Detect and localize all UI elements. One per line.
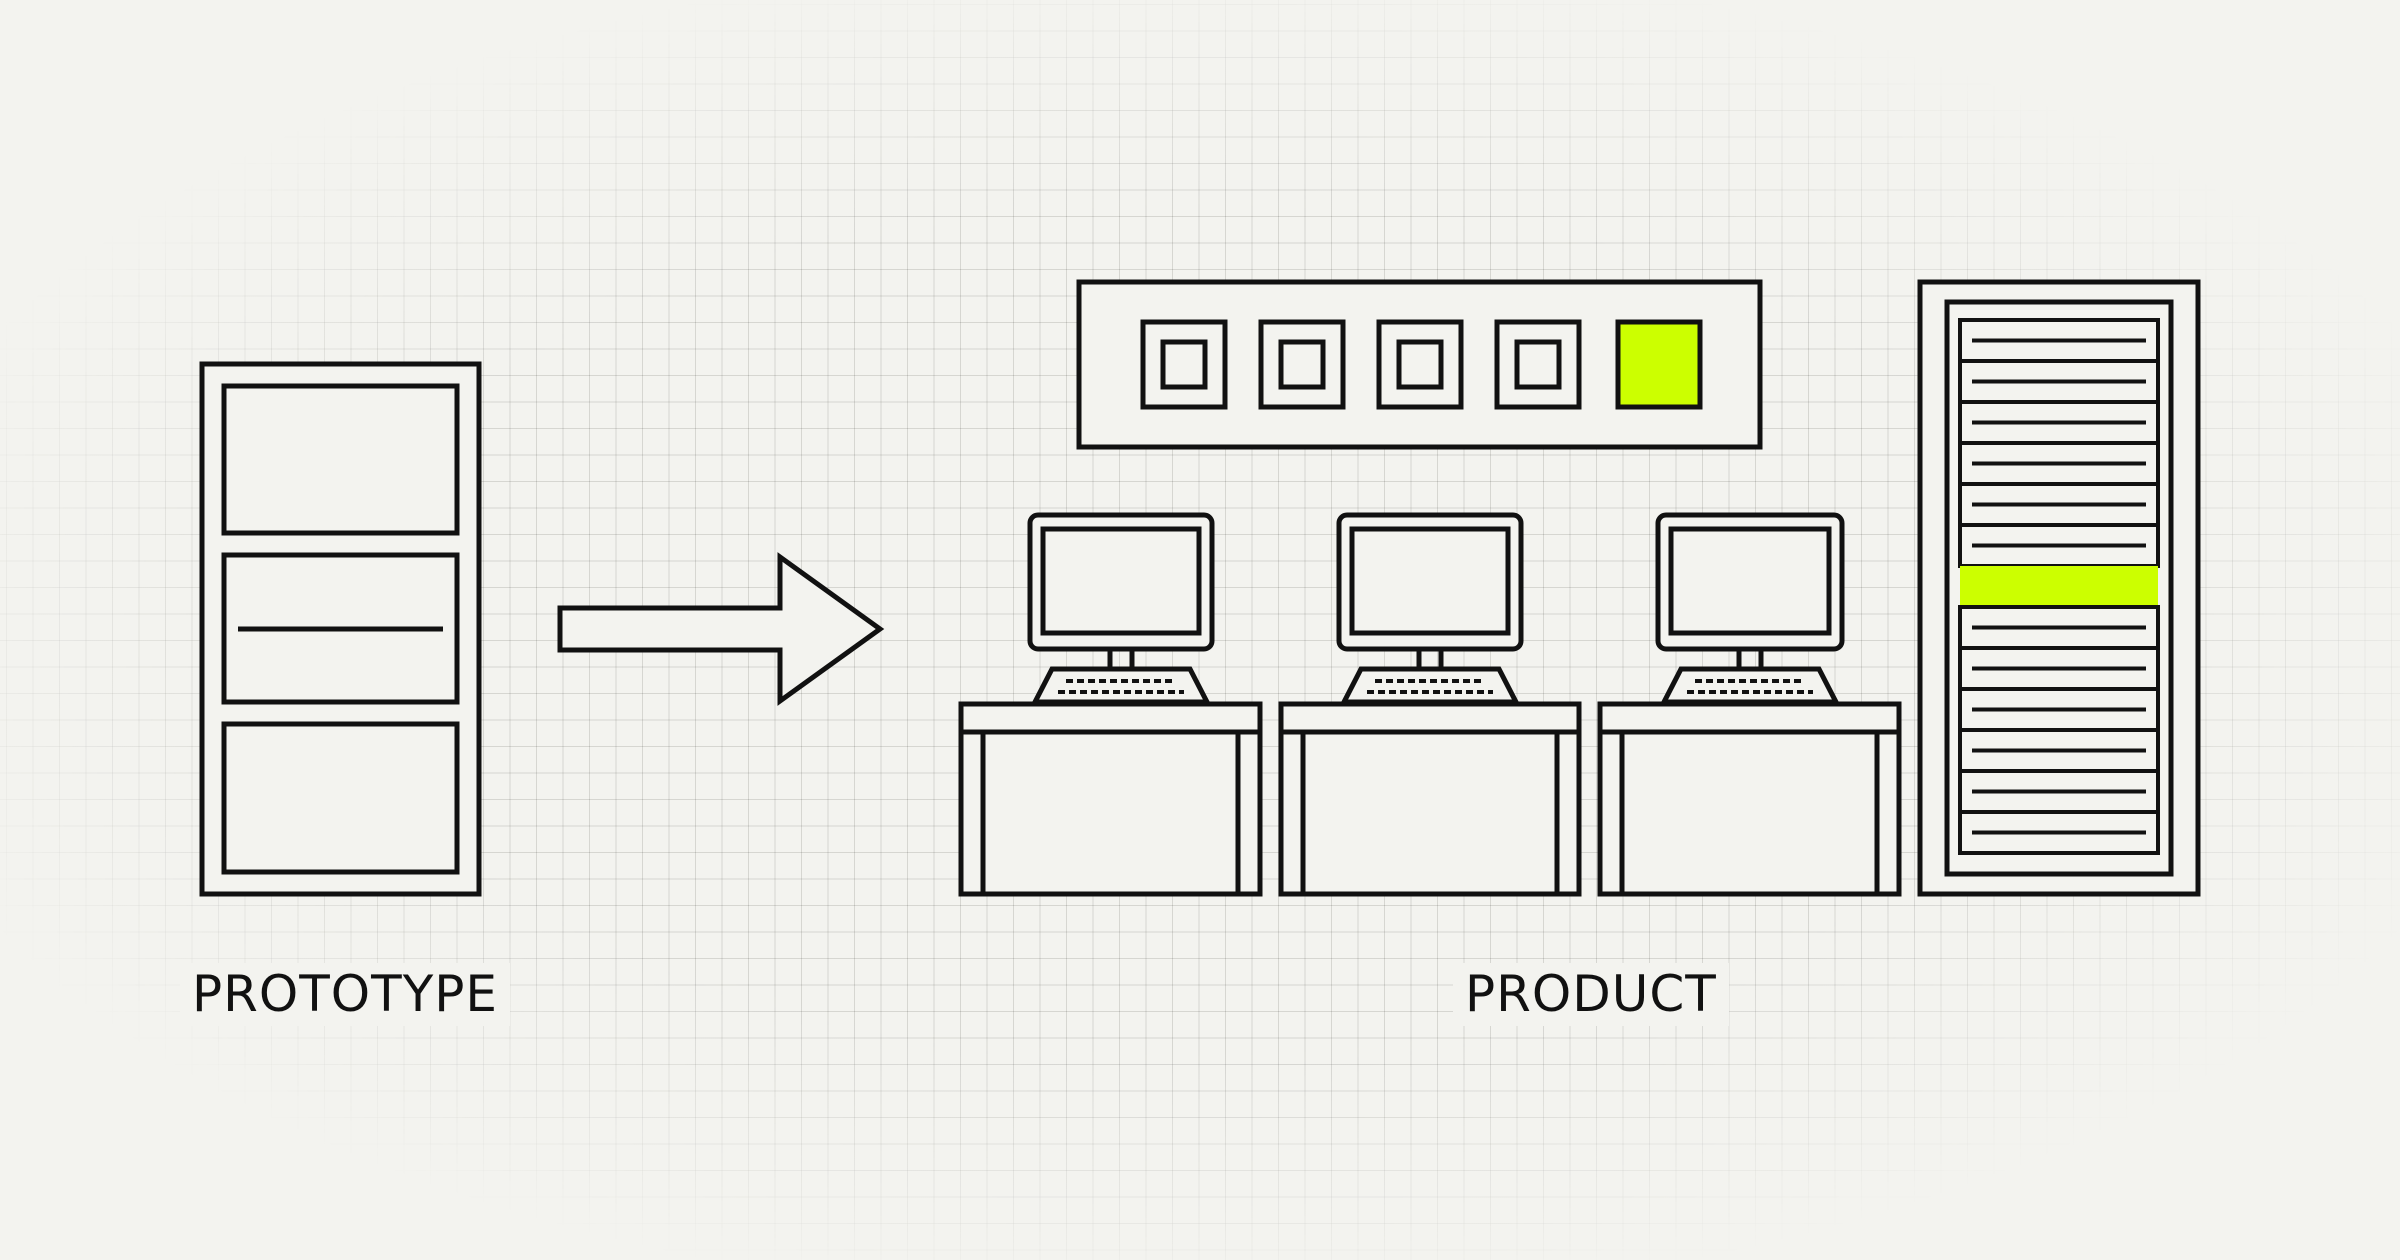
arrow-right-icon bbox=[557, 552, 885, 706]
rack-unit bbox=[1958, 810, 2160, 855]
prototype-label: PROTOTYPE bbox=[180, 963, 510, 1026]
panel-indicator-active bbox=[1615, 319, 1703, 410]
cabinet-icon bbox=[199, 361, 482, 897]
computer-workstation-icon bbox=[958, 512, 1263, 897]
computer-workstation-icon bbox=[1597, 512, 1902, 897]
control-panel-icon bbox=[1076, 279, 1763, 450]
product-label: PRODUCT bbox=[1453, 963, 1729, 1026]
rack-unit-active bbox=[1960, 566, 2158, 607]
server-rack-icon bbox=[1917, 279, 2201, 897]
computer-workstation-icon bbox=[1278, 512, 1582, 897]
